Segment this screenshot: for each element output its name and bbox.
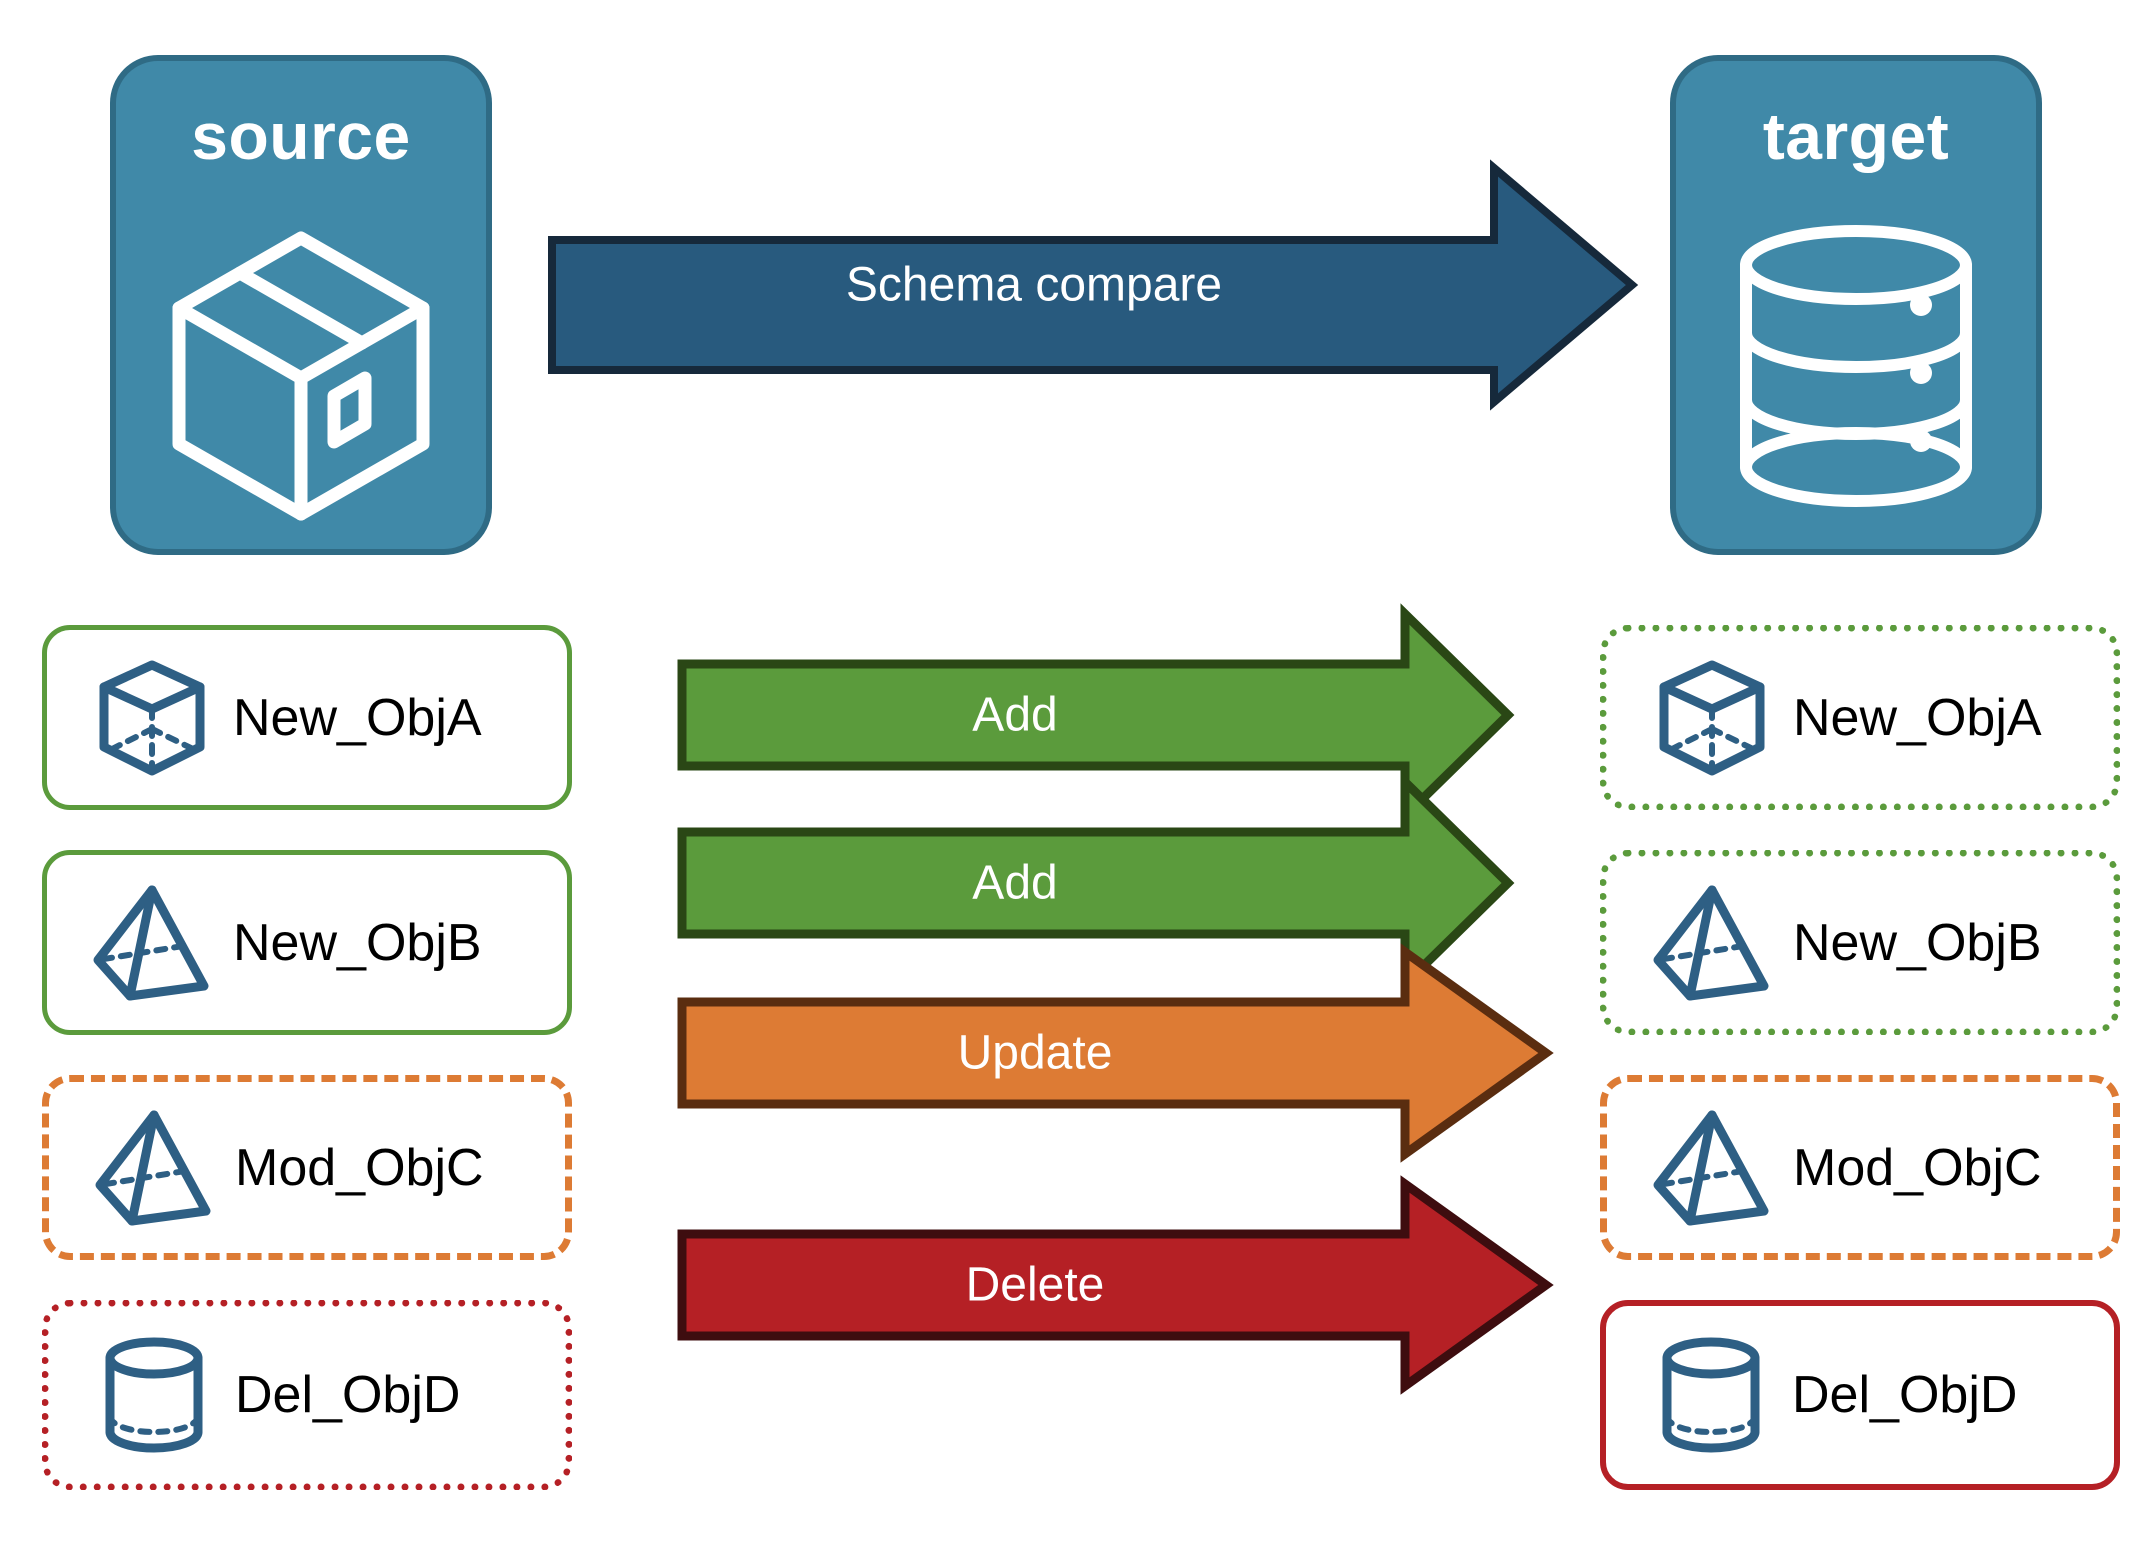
object-name: Del_ObjD <box>1792 1366 2018 1424</box>
source-endpoint-card[interactable]: source <box>110 55 492 555</box>
delete-arrow[interactable]: Delete <box>660 1170 1560 1400</box>
wireframe-pyramid-icon <box>95 1109 213 1227</box>
source-object-card[interactable]: New_ObjB <box>42 850 572 1035</box>
update-arrow[interactable]: Update <box>660 938 1560 1168</box>
object-name: New_ObjA <box>1793 688 2042 747</box>
source-object-card[interactable]: New_ObjA <box>42 625 572 810</box>
object-name: Mod_ObjC <box>1793 1138 2042 1197</box>
wireframe-cylinder-icon <box>95 1336 213 1454</box>
target-object-card[interactable]: Del_ObjD <box>1600 1300 2120 1490</box>
database-cylinder-icon <box>1716 183 1996 549</box>
source-title: source <box>191 99 411 173</box>
object-name: Mod_ObjC <box>235 1138 484 1197</box>
object-name: New_ObjB <box>1793 913 2042 972</box>
source-object-card[interactable]: Del_ObjD <box>42 1300 572 1490</box>
wireframe-cube-icon <box>93 659 211 777</box>
package-box-icon <box>151 183 451 549</box>
object-name: New_ObjB <box>233 913 482 972</box>
target-object-card[interactable]: Mod_ObjC <box>1600 1075 2120 1260</box>
target-title: target <box>1762 99 1950 173</box>
wireframe-cylinder-icon <box>1652 1336 1770 1454</box>
source-object-card[interactable]: Mod_ObjC <box>42 1075 572 1260</box>
object-name: New_ObjA <box>233 688 482 747</box>
object-name: Del_ObjD <box>235 1366 461 1424</box>
schema-compare-arrow[interactable]: Schema compare <box>548 140 1639 430</box>
wireframe-pyramid-icon <box>93 884 211 1002</box>
target-object-card[interactable]: New_ObjB <box>1600 850 2120 1035</box>
target-endpoint-card[interactable]: target <box>1670 55 2042 555</box>
wireframe-pyramid-icon <box>1653 884 1771 1002</box>
target-object-card[interactable]: New_ObjA <box>1600 625 2120 810</box>
wireframe-cube-icon <box>1653 659 1771 777</box>
wireframe-pyramid-icon <box>1653 1109 1771 1227</box>
